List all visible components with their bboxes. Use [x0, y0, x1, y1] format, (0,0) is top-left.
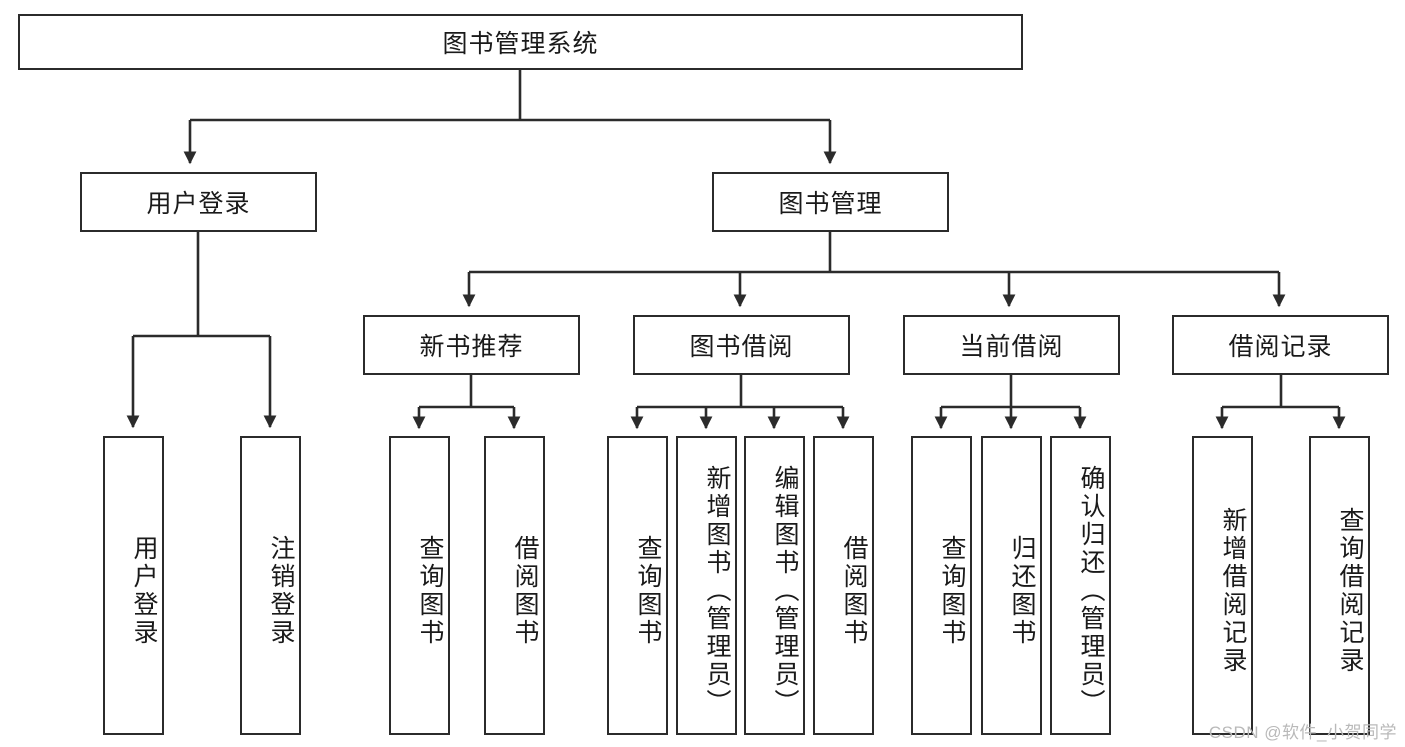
node-borrow-record[interactable]: 借阅记录	[1172, 315, 1389, 375]
leaf-book-borrow-query[interactable]: 查询图书	[607, 436, 668, 735]
node-user-login[interactable]: 用户登录	[80, 172, 317, 232]
leaf-label: 借阅图书	[840, 534, 868, 647]
leaf-borrow-record-add[interactable]: 新增借阅记录	[1192, 436, 1253, 735]
node-current-borrow-label: 当前借阅	[959, 333, 1064, 361]
leaf-new-book-query[interactable]: 查询图书	[389, 436, 450, 735]
node-book-borrow[interactable]: 图书借阅	[633, 315, 850, 375]
leaf-current-borrow-query[interactable]: 查询图书	[911, 436, 972, 735]
leaf-label: 查询图书	[416, 534, 444, 647]
leaf-label: 确认归还（管理员）	[1077, 464, 1105, 717]
node-book-management[interactable]: 图书管理	[712, 172, 949, 232]
leaf-borrow-record-query[interactable]: 查询借阅记录	[1309, 436, 1370, 735]
node-new-book-recommend[interactable]: 新书推荐	[363, 315, 580, 375]
leaf-book-borrow-add[interactable]: 新增图书（管理员）	[676, 436, 737, 735]
leaf-label: 编辑图书（管理员）	[771, 464, 799, 717]
node-new-book-recommend-label: 新书推荐	[419, 333, 524, 361]
leaf-label: 查询图书	[634, 534, 662, 647]
node-root[interactable]: 图书管理系统	[18, 14, 1023, 70]
leaf-current-borrow-confirm-return[interactable]: 确认归还（管理员）	[1050, 436, 1111, 735]
leaf-label: 查询图书	[938, 534, 966, 647]
leaf-book-borrow-lend[interactable]: 借阅图书	[813, 436, 874, 735]
leaf-user-login-signin[interactable]: 用户登录	[103, 436, 164, 735]
node-current-borrow[interactable]: 当前借阅	[903, 315, 1120, 375]
leaf-label: 新增图书（管理员）	[703, 464, 731, 717]
node-borrow-record-label: 借阅记录	[1228, 333, 1333, 361]
leaf-new-book-borrow[interactable]: 借阅图书	[484, 436, 545, 735]
leaf-current-borrow-return[interactable]: 归还图书	[981, 436, 1042, 735]
node-root-label: 图书管理系统	[442, 30, 599, 58]
leaf-label: 新增借阅记录	[1219, 506, 1247, 675]
leaf-label: 查询借阅记录	[1336, 506, 1364, 675]
leaf-label: 借阅图书	[511, 534, 539, 647]
node-user-login-label: 用户登录	[146, 190, 251, 218]
node-book-borrow-label: 图书借阅	[689, 333, 794, 361]
leaf-label: 归还图书	[1008, 534, 1036, 647]
leaf-label: 用户登录	[130, 534, 158, 647]
leaf-user-login-signout[interactable]: 注销登录	[240, 436, 301, 735]
leaf-label: 注销登录	[267, 534, 295, 647]
node-book-management-label: 图书管理	[778, 190, 883, 218]
leaf-book-borrow-edit[interactable]: 编辑图书（管理员）	[744, 436, 805, 735]
csdn-watermark: CSDN @软件_小贺同学	[1208, 723, 1397, 742]
